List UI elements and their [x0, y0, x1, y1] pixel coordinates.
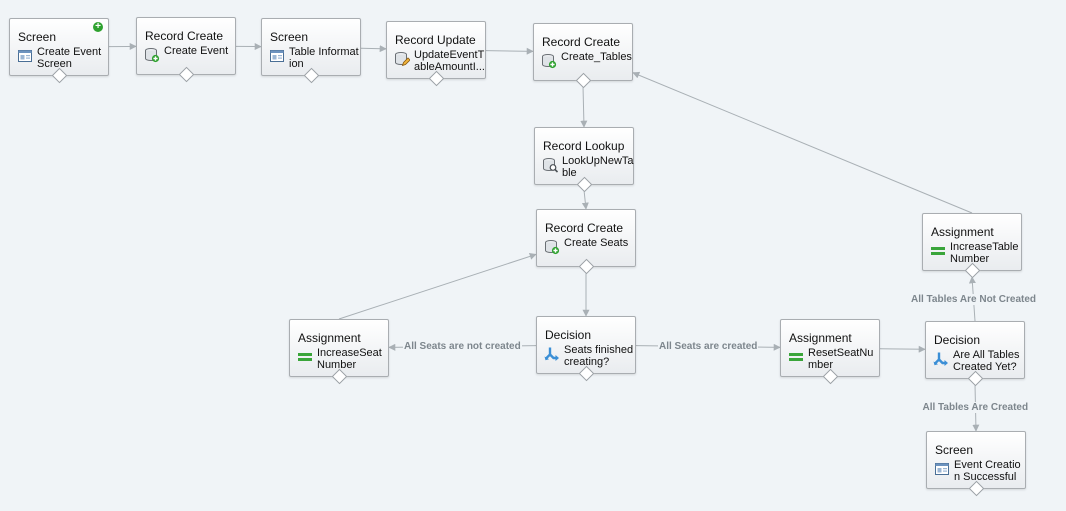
node-name-label: Create_Tables: [561, 51, 632, 63]
node-type-label: Record Create: [145, 29, 224, 43]
connector-n4-to-n5[interactable]: [485, 47, 534, 55]
decision-icon: [544, 346, 560, 362]
record-create-icon: [544, 239, 560, 255]
node-name-label: IncreaseSeatNumber: [317, 347, 382, 371]
connector-label: All Seats are not created: [403, 341, 522, 352]
node-type-label: Record Update: [395, 33, 476, 47]
node-name-label: Table Information: [289, 46, 359, 70]
connector-n10-to-n11[interactable]: [879, 345, 926, 353]
screen-icon: [934, 461, 950, 477]
node-name-label: Create Event Screen: [37, 46, 102, 70]
node-type-label: Assignment: [789, 331, 852, 345]
screen-icon: [17, 48, 33, 64]
decision-icon: [933, 351, 949, 367]
assignment-icon: [930, 243, 946, 259]
connector-n9-to-n7[interactable]: [338, 253, 537, 320]
node-type-label: Screen: [270, 30, 309, 44]
screen-icon: [269, 48, 285, 64]
node-type-label: Assignment: [931, 225, 994, 239]
connector-n3-to-n4[interactable]: [360, 45, 387, 53]
node-type-label: Record Lookup: [543, 139, 625, 153]
node-name-label: IncreaseTable Number: [950, 241, 1019, 265]
start-element-icon: +: [93, 22, 103, 32]
connector-label: All Seats are created: [658, 341, 759, 352]
record-create-icon: [144, 47, 160, 63]
node-type-label: Decision: [545, 328, 592, 342]
node-name-label: Create Event: [164, 45, 229, 57]
node-name-label: Create Seats: [564, 237, 629, 249]
connector-label: All Tables Are Not Created: [910, 293, 1038, 305]
connector-n5-to-n6[interactable]: [580, 85, 588, 128]
node-name-label: Event Creation Successful: [954, 459, 1021, 483]
connector-n6-to-n7[interactable]: [581, 189, 589, 210]
assignment-icon: [788, 349, 804, 365]
node-type-label: Assignment: [298, 331, 361, 345]
node-name-label: LookUpNewTable: [562, 155, 634, 179]
record-create-icon: [541, 53, 557, 69]
connector-label: All Tables Are Created: [921, 402, 1030, 413]
record-update-icon: [394, 51, 411, 67]
node-type-label: Record Create: [545, 221, 624, 235]
node-type-label: Decision: [934, 333, 981, 347]
node-type-label: Record Create: [542, 35, 621, 49]
node-name-label: UpdateEventTableAmountI...: [414, 49, 485, 73]
node-name-label: Are All Tables Created Yet?: [953, 349, 1020, 373]
assignment-icon: [297, 349, 313, 365]
connector-n12-to-n5[interactable]: [632, 71, 973, 214]
node-type-label: Screen: [18, 30, 57, 44]
record-lookup-icon: [542, 157, 559, 173]
node-name-label: ResetSeatNumber: [808, 347, 874, 371]
node-type-label: Screen: [935, 443, 974, 457]
node-name-label: Seats finished creating?: [564, 344, 634, 368]
